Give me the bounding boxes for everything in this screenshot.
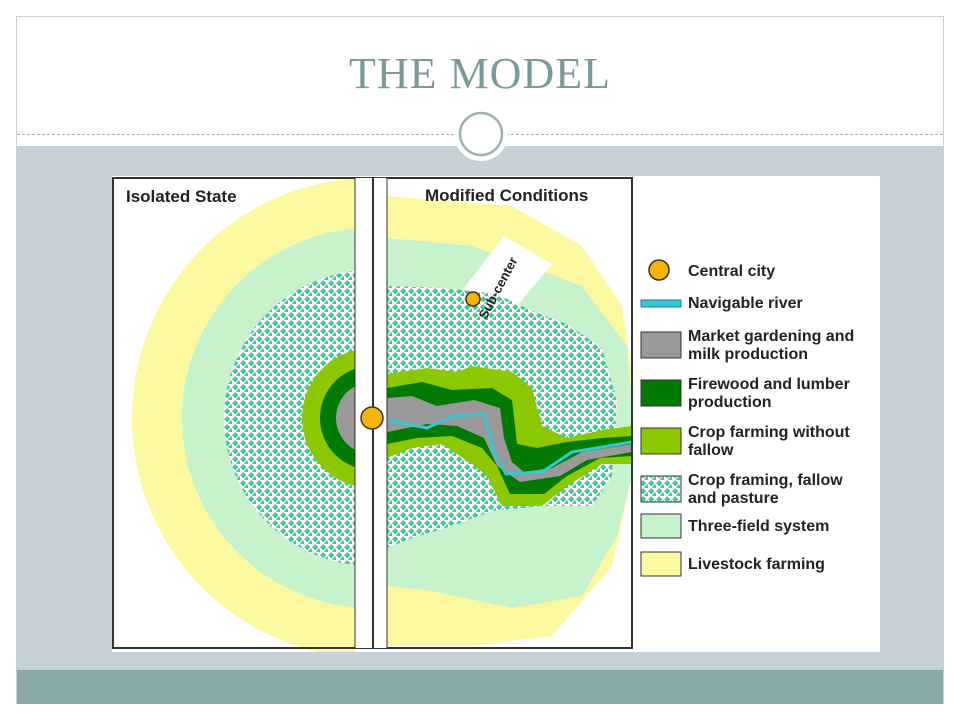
central-city-marker	[360, 406, 384, 430]
legend-three-field-icon	[640, 513, 682, 539]
isolated-state-title: Isolated State	[126, 187, 237, 206]
navigable-river	[387, 412, 632, 476]
footer-band	[17, 670, 943, 704]
legend-livestock-label: Livestock farming	[688, 556, 825, 573]
circle-ornament-icon	[454, 107, 508, 161]
slide-title: THE MODEL	[349, 49, 611, 98]
legend-crop-fallow-pasture-icon	[640, 475, 682, 503]
legend-river-label: Navigable river	[688, 295, 803, 312]
legend-three-field-label: Three-field system	[688, 518, 829, 535]
legend: Central city Navigable river Market gard…	[640, 259, 854, 577]
legend-river-icon	[640, 299, 682, 308]
legend-crop-fallow-pasture-label-2: and pasture	[688, 490, 779, 507]
legend-firewood-label-1: Firewood and lumber	[688, 376, 850, 393]
legend-market-gardening-icon	[640, 331, 682, 359]
modified-conditions-rings	[387, 196, 632, 646]
legend-central-city-label: Central city	[688, 263, 775, 280]
isolated-state-rings	[132, 178, 355, 652]
legend-market-gardening-label-1: Market gardening and	[688, 328, 854, 345]
legend-firewood-icon	[640, 379, 682, 407]
legend-crop-without-fallow-label-2: fallow	[688, 442, 734, 459]
subcenter-city-marker	[465, 291, 481, 307]
legend-firewood-label-2: production	[688, 394, 772, 411]
legend-market-gardening-label-2: milk production	[688, 346, 808, 363]
von-thunen-diagram: Sub-center Isolated State Modified Condi…	[112, 176, 880, 652]
legend-livestock-icon	[640, 551, 682, 577]
ring-crop-fallow-pasture	[224, 271, 355, 565]
legend-crop-without-fallow-icon	[640, 427, 682, 455]
modified-conditions-title: Modified Conditions	[425, 186, 588, 205]
legend-crop-fallow-pasture-label-1: Crop framing, fallow	[688, 472, 843, 489]
ring-market-gardening	[336, 386, 355, 450]
legend-crop-without-fallow-label-1: Crop farming without	[688, 424, 850, 441]
legend-central-city-icon	[648, 259, 670, 281]
